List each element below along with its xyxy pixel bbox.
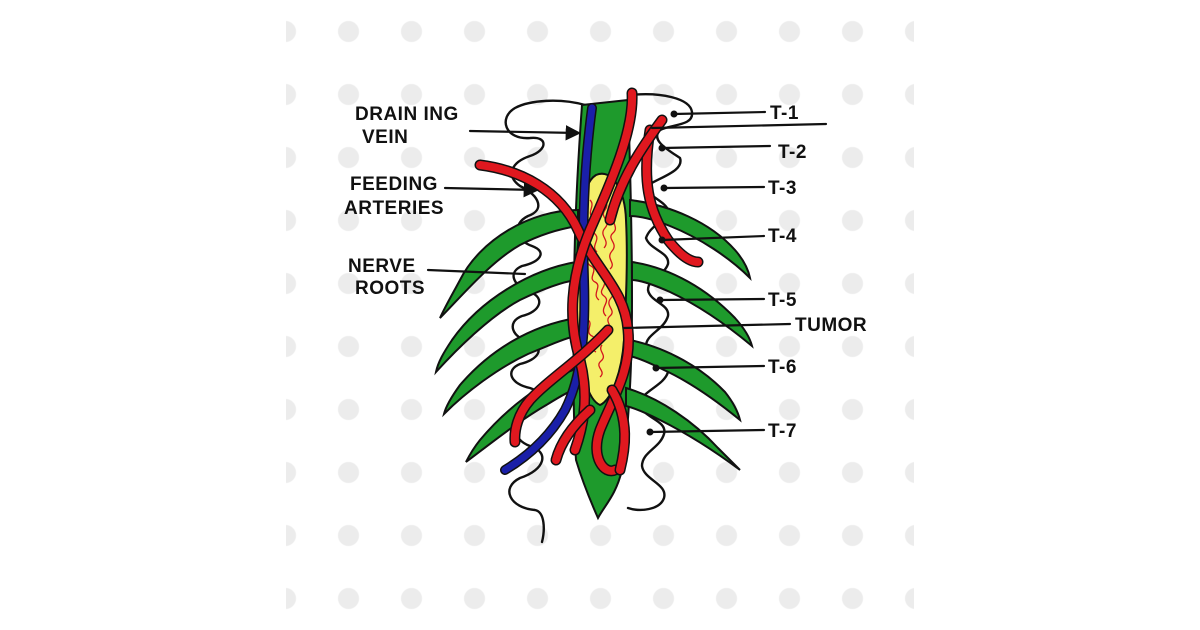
- nerve-root-left-2: [434, 260, 577, 376]
- leader-t4: [660, 234, 766, 242]
- leader-t6: [654, 364, 766, 370]
- label-t7: T-7: [768, 421, 797, 442]
- label-feeding-arteries-line2: ARTERIES: [344, 198, 444, 219]
- nerve-root-right-3: [629, 338, 742, 423]
- leader-tumor: [622, 322, 792, 330]
- label-nerve-roots-line2: ROOTS: [355, 278, 425, 299]
- label-nerve-roots-line1: NERVE: [348, 256, 416, 277]
- label-tumor: TUMOR: [795, 315, 867, 336]
- leader-draining-vein: [468, 125, 582, 141]
- label-feeding-arteries-line1: FEEDING: [350, 174, 438, 195]
- nerve-root-right-4: [625, 386, 741, 471]
- draining-vein-fill: [501, 104, 596, 474]
- leader-t3: [662, 185, 766, 190]
- label-t1: T-1: [770, 103, 799, 124]
- label-t4: T-4: [768, 226, 797, 247]
- feeding-arteries: [474, 87, 704, 477]
- label-draining-vein-line2: VEIN: [362, 127, 408, 148]
- leader-t1-extension: [650, 122, 828, 130]
- leader-nerve-roots: [426, 268, 527, 276]
- nerve-root-right-2: [631, 260, 754, 349]
- left-margin: [0, 0, 286, 630]
- nerve-root-left-1: [439, 208, 579, 319]
- label-t2: T-2: [778, 142, 807, 163]
- label-t6: T-6: [768, 357, 797, 378]
- label-t3: T-3: [768, 178, 797, 199]
- leader-feeding-arteries: [443, 182, 540, 198]
- leader-t1: [672, 110, 767, 116]
- vertebra-outline-left: [504, 99, 587, 544]
- label-draining-vein-line1: DRAIN ING: [355, 104, 459, 125]
- right-margin: [914, 0, 1200, 630]
- leader-t7: [648, 428, 766, 434]
- label-t5: T-5: [768, 290, 797, 311]
- leader-t2: [660, 144, 772, 150]
- nerve-root-left-3: [442, 316, 577, 418]
- leader-t5: [658, 297, 766, 302]
